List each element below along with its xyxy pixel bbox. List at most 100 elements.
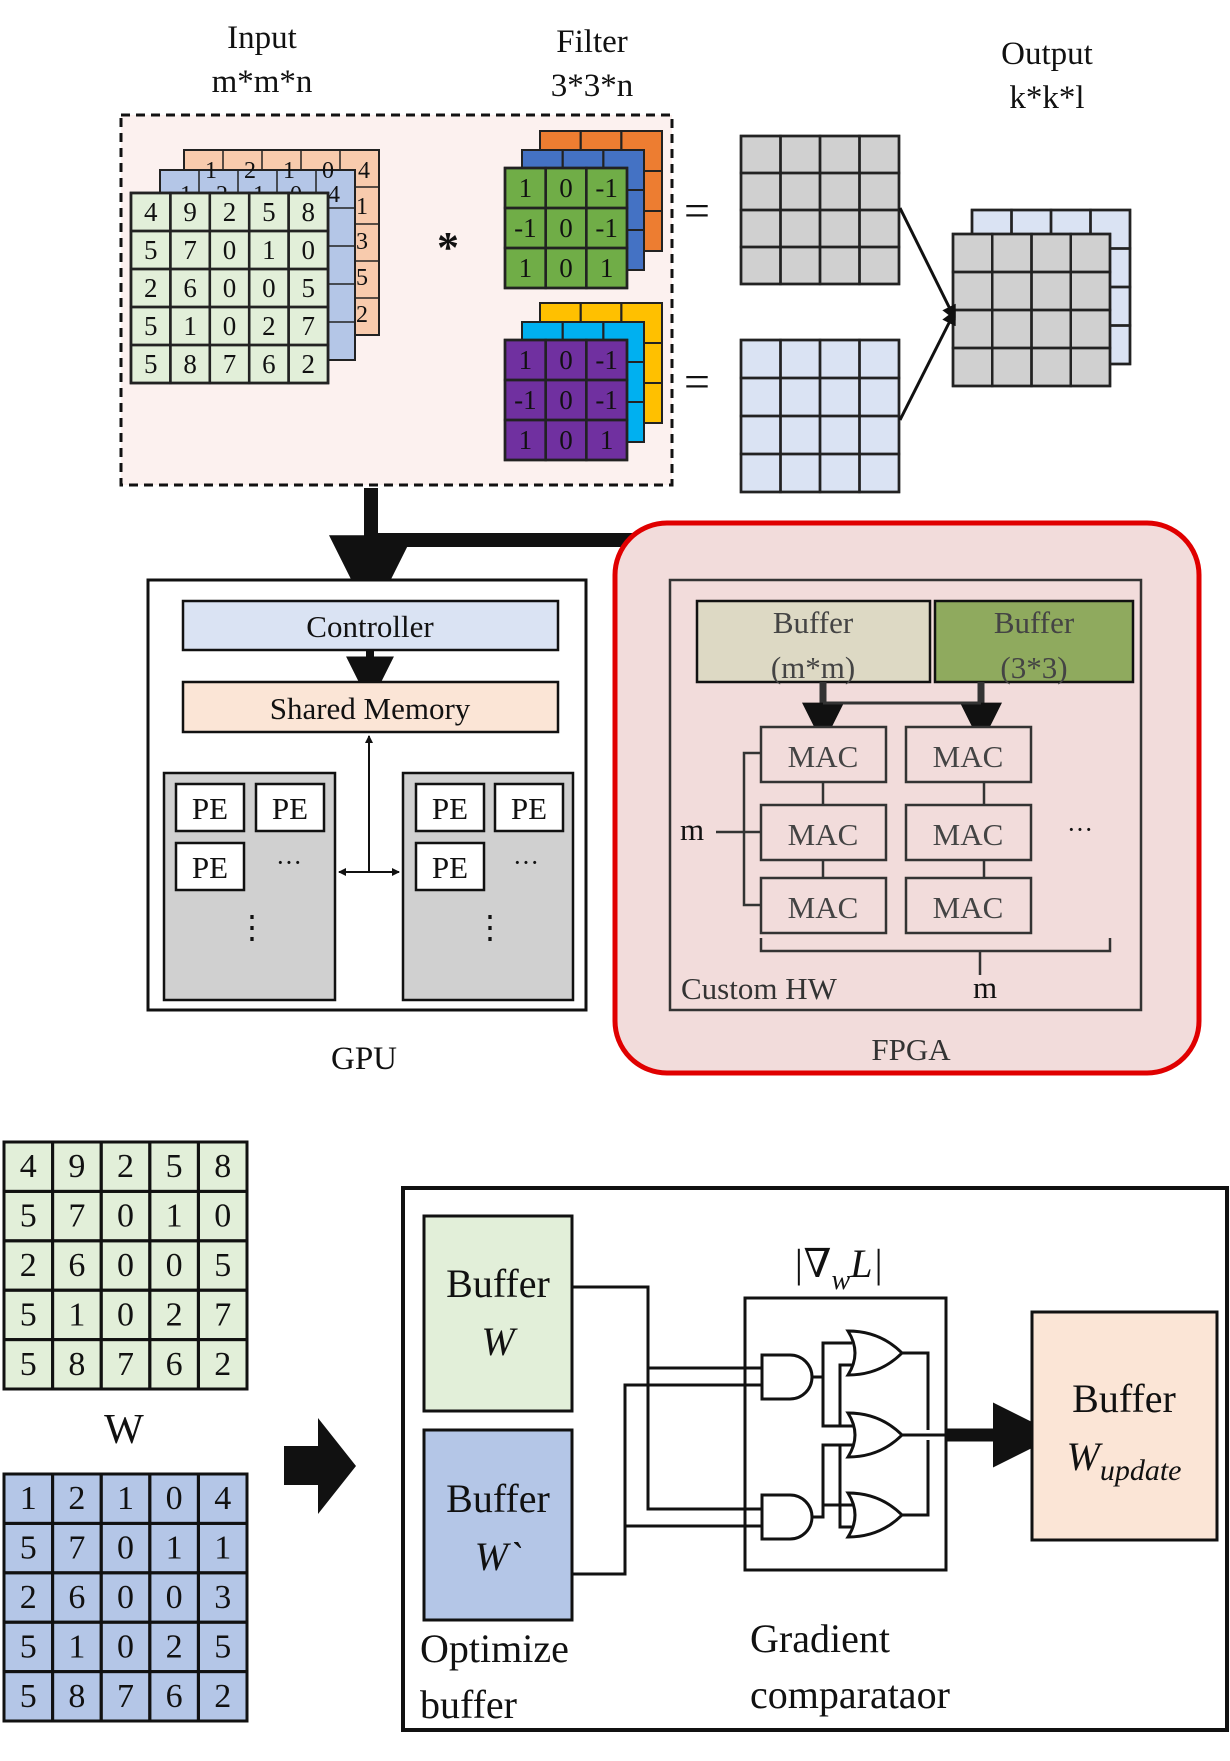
input-back-value: 3 [356,229,368,255]
pe-vertical-ellipsis-right: ⋮ [474,909,506,945]
filter-bottom-front-value: -1 [514,385,537,415]
filter-top-front-value: 0 [559,253,573,283]
w-prime-matrix-value: 3 [214,1579,231,1616]
buffer-w-label-2: W [481,1319,518,1364]
controller-box [181,599,560,652]
buffer-33-label-2: (3*3) [1000,650,1067,685]
buffer-wupdate-label-1: Buffer [1072,1376,1176,1421]
input-back-value: 2 [244,158,256,184]
pe-label: PE [511,791,547,826]
buffer-wupdate-label-2: Wupdate [1067,1434,1182,1487]
buffer-wupdate-box [1030,1310,1219,1542]
w-matrix-value: 1 [166,1198,183,1235]
buffer-wprime-box [422,1428,574,1622]
input-cell-value: 0 [223,235,237,265]
w-matrix-value: 9 [68,1148,85,1185]
optimize-label-2: buffer [420,1682,517,1727]
w-matrix-value: 6 [68,1247,85,1284]
output-map-1-cell [858,245,901,286]
input-cell-value: 8 [302,197,316,227]
w-prime-matrix-value: 1 [68,1628,85,1665]
shared-memory-box [181,680,560,734]
filter-top-front-value: -1 [595,213,618,243]
filter-top-front-background [503,166,629,290]
w-matrix-value: 2 [214,1346,231,1383]
mac-label: MAC [933,739,1004,774]
input-back-value: 4 [358,158,370,184]
buffer-wprime-label-1: Buffer [446,1476,550,1521]
w-matrix-value: 2 [166,1296,183,1333]
mac-unit [759,725,888,784]
buffer-mm-label-1: Buffer [773,605,854,640]
input-cell-value: 0 [223,273,237,303]
w-prime-matrix-value: 5 [20,1678,37,1715]
fpga-caption: FPGA [871,1032,951,1067]
input-cell-value: 6 [262,349,276,379]
w-matrix-value: 7 [214,1296,231,1333]
comparator-wires [572,1285,762,1576]
pe-box [174,782,246,833]
and-gate-bottom [760,1493,814,1541]
mac-cols-label: m [973,970,997,1005]
filter-bottom-front-value: 1 [519,345,533,375]
output-title: Output [1001,36,1093,72]
input-cell-value: 4 [144,197,158,227]
input-cell-value: 7 [302,311,316,341]
w-matrix-value: 5 [166,1148,183,1185]
input-cell-value: 5 [262,197,276,227]
buffer-wprime-label-2: W` [475,1534,522,1579]
input-cell-value: 2 [223,197,237,227]
buffer-mm-box [695,599,932,684]
custom-hw-label: Custom HW [681,971,838,1006]
w-prime-matrix-value: 2 [166,1628,183,1665]
buffer-33-box [933,599,1135,684]
w-prime-matrix-value: 0 [117,1628,134,1665]
w-prime-matrix-value: 5 [20,1530,37,1567]
gradient-label: |∇wL| [793,1241,884,1296]
filter-bottom-front-value: 0 [559,345,573,375]
transform-arrow [284,1418,356,1514]
output-map-1 [739,134,901,286]
merge-arrows [898,207,956,421]
w-matrix-value: 6 [166,1346,183,1383]
w-prime-matrix-value: 0 [166,1480,183,1517]
input-back-value: 1 [356,194,368,220]
filter-top-front-value: 0 [559,213,573,243]
input-cell-value: 7 [223,349,237,379]
input-cell-value: 5 [302,273,316,303]
w-prime-matrix-value: 2 [20,1579,37,1616]
comparator-label-1: Gradient [750,1616,890,1661]
mac-ellipsis: ··· [1067,815,1093,844]
or-gate-middle [845,1411,905,1459]
filter-dims: 3*3*n [551,68,634,104]
filter-top-front-value: -1 [595,173,618,203]
filter-title: Filter [556,24,628,60]
filter-bottom-front-background [503,338,629,462]
input-cell-value: 2 [302,349,316,379]
buffer-mm-label-2: (m*m) [771,650,855,685]
w-prime-matrix-value: 1 [20,1480,37,1517]
pe-ellipsis-right: ··· [513,848,539,877]
input-back-value: 0 [322,158,334,184]
mac-label: MAC [788,739,859,774]
filter-top-front-value: 1 [519,253,533,283]
pe-label: PE [192,791,228,826]
and-gate-top [760,1353,814,1401]
convolution-symbol: * [437,223,459,272]
filter-bottom-front-cell [585,418,629,462]
mac-rows-label: m [680,812,704,847]
mac-unit [904,803,1033,862]
filter-bottom-front-value: 0 [559,425,573,455]
input-cell-value: 7 [183,235,197,265]
mac-label: MAC [933,890,1004,925]
pe-label: PE [192,850,228,885]
mac-label: MAC [788,817,859,852]
w-prime-matrix-value: 5 [214,1628,231,1665]
filter-bottom-front-value: 1 [600,425,614,455]
memory-bus-arrows [338,735,400,876]
pe-label: PE [432,791,468,826]
w-label: W [104,1407,144,1453]
